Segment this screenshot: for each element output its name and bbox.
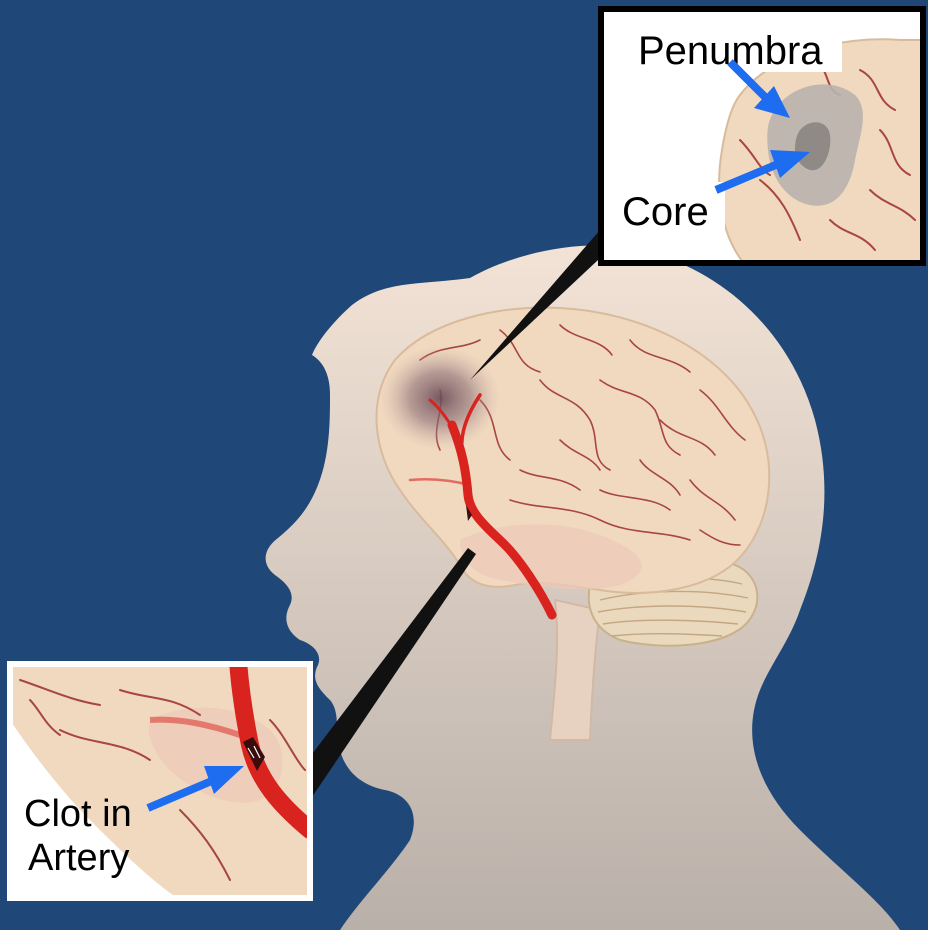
infarct-region xyxy=(380,346,500,450)
clot-label-line2: Artery xyxy=(28,837,129,879)
callout-clot: Clot in Artery xyxy=(10,660,310,900)
core-label: Core xyxy=(622,190,709,234)
callout-penumbra-core: Penumbra Core xyxy=(601,9,928,270)
clot-label-line1: Clot in xyxy=(24,793,132,835)
